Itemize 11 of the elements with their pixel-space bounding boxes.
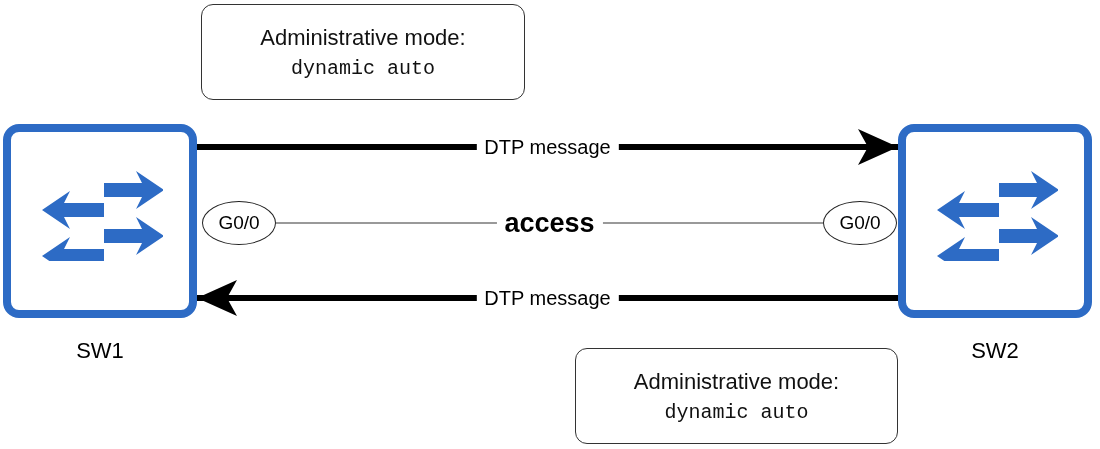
- port-label: G0/0: [218, 212, 260, 234]
- mode-value: dynamic auto: [664, 400, 809, 424]
- port-ellipse: [823, 201, 897, 245]
- port-label: G0/0: [839, 212, 881, 234]
- mode-box: [201, 4, 525, 100]
- mode-box: [575, 348, 898, 444]
- mode-value: dynamic auto: [291, 56, 435, 80]
- switch-label: SW2: [970, 338, 1020, 364]
- mode-heading: Administrative mode:: [260, 24, 466, 51]
- mode-heading: Administrative mode:: [633, 368, 840, 395]
- switch-label: SW1: [75, 338, 125, 364]
